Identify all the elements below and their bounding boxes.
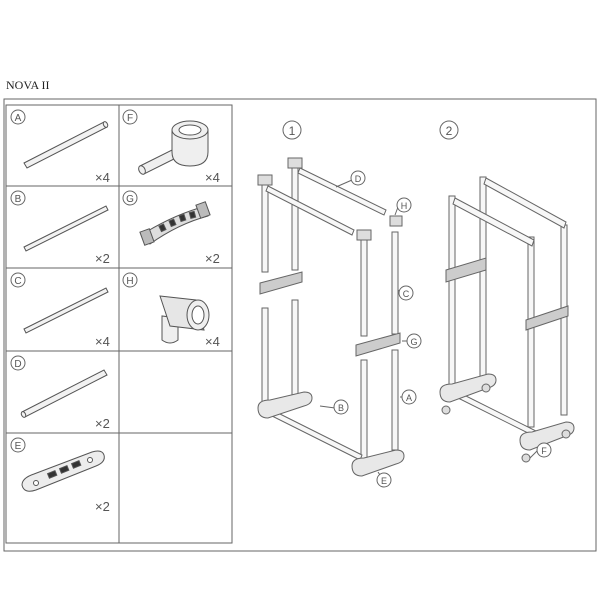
callout-c: C (403, 289, 410, 299)
parts-table (5, 104, 233, 544)
part-a-cell: A ×4 (10, 109, 110, 185)
part-c-letter: C (14, 276, 21, 287)
part-b-tube-drawing (23, 205, 109, 252)
part-c-tube-drawing (23, 287, 109, 334)
part-a-letter: A (15, 113, 22, 124)
part-f-quantity: ×4 (205, 170, 220, 185)
part-f-letter: F (127, 113, 133, 124)
part-g-letter: G (126, 194, 134, 205)
document-title: NOVA II (6, 78, 50, 92)
part-c-cell: C ×4 (10, 272, 110, 349)
part-g-cell: G ×2 (122, 190, 220, 266)
part-d-cell: D ×2 (10, 355, 110, 431)
callout-b: B (338, 403, 344, 413)
part-d-tube-drawing (20, 369, 108, 418)
part-a-quantity: ×4 (95, 170, 110, 185)
part-h-cell: H ×4 (122, 272, 220, 349)
part-h-quantity: ×4 (205, 334, 220, 349)
part-e-base-foot-drawing (21, 450, 105, 492)
part-e-quantity: ×2 (95, 499, 110, 514)
step-1-exploded-rack-drawing (257, 157, 405, 477)
part-g-hook-bracket-drawing (139, 201, 211, 246)
outer-frame (3, 98, 597, 552)
part-e-letter: E (15, 441, 22, 452)
part-b-cell: B ×2 (10, 190, 110, 266)
part-d-letter: D (14, 359, 21, 370)
part-b-quantity: ×2 (95, 251, 110, 266)
step-2-label: 2 (446, 124, 453, 138)
part-e-cell: E ×2 (10, 437, 110, 514)
part-d-quantity: ×2 (95, 416, 110, 431)
part-h-tee-connector-drawing (159, 295, 210, 344)
part-a-tube-drawing (23, 121, 109, 169)
callout-g: G (410, 337, 417, 347)
step-2-callouts: F (529, 442, 552, 459)
callout-f: F (541, 446, 547, 456)
callout-d: D (355, 174, 362, 184)
callout-h: H (401, 201, 408, 211)
callout-e: E (381, 476, 387, 486)
part-f-cell: F ×4 (122, 109, 220, 185)
step-1-callouts: D H C G A B E (319, 170, 422, 488)
part-h-letter: H (126, 276, 133, 287)
step-2-assembled-rack-drawing (439, 176, 575, 463)
part-f-connector-drawing (138, 120, 209, 175)
part-c-quantity: ×4 (95, 334, 110, 349)
callout-a: A (406, 393, 412, 403)
part-b-letter: B (15, 194, 22, 205)
part-g-quantity: ×2 (205, 251, 220, 266)
step-1-label: 1 (289, 124, 296, 138)
